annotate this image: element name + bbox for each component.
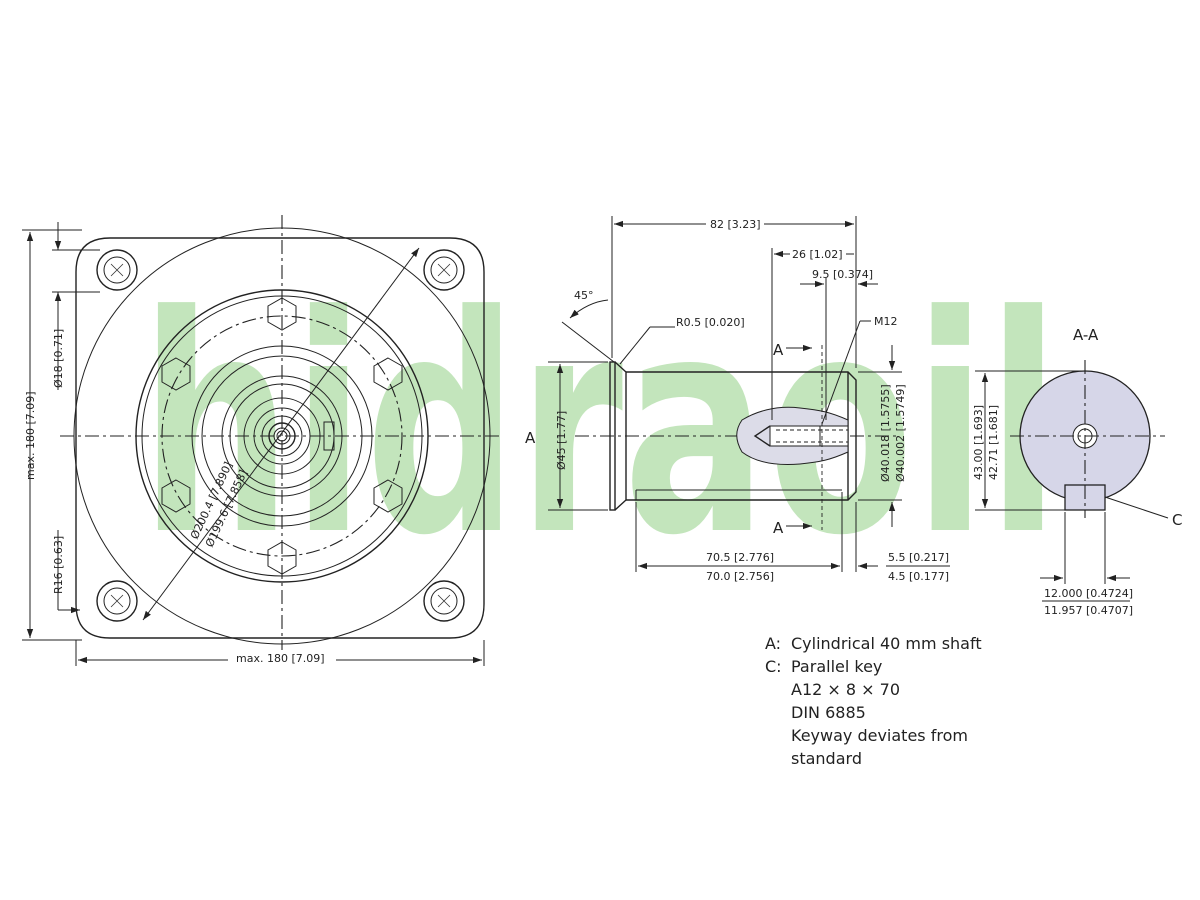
key-length-1: 70.5 [2.776] — [706, 551, 774, 564]
radius-dim: R16 [0.63] — [52, 536, 65, 594]
height-dim: max. 180 [7.09] — [24, 391, 37, 480]
note-c-line3: DIN 6885 — [791, 703, 866, 722]
mounting-hole-br — [423, 580, 465, 622]
watermark-text: hidraoil — [140, 252, 1060, 601]
angle-leg — [561, 321, 615, 363]
section-height-2: 42.71 [1.681] — [987, 405, 1000, 480]
mounting-holes — [96, 249, 465, 622]
key-offset-2: 4.5 [0.177] — [888, 570, 949, 583]
note-c-key: C: — [765, 657, 782, 676]
note-c-text: Parallel key — [791, 657, 883, 676]
overall-length: 82 [3.23] — [710, 218, 761, 231]
thread-offset: 9.5 [0.374] — [812, 268, 873, 281]
shaft-dia-1: Ø40.018 [1.5755] — [879, 384, 892, 482]
fillet-leader — [619, 326, 651, 365]
key-length-2: 70.0 [2.756] — [706, 570, 774, 583]
section-a-bottom: A — [773, 519, 784, 537]
angle-arc — [569, 299, 609, 319]
note-a-key: A: — [765, 634, 782, 653]
flange-outline — [75, 237, 485, 639]
thread-minor — [776, 429, 848, 443]
section-view: A-A 43.00 [1.693] 42.71 [1.681] C 12.000… — [972, 326, 1182, 617]
section-height-1: 43.00 [1.693] — [972, 405, 985, 480]
note-c-line2: A12 × 8 × 70 — [791, 680, 900, 699]
side-view: A M12 A A 82 [3.23] — [525, 215, 950, 583]
fillet-dim: R0.5 [0.020] — [676, 316, 745, 329]
note-c-line4: Keyway deviates from — [791, 726, 968, 745]
front-view: Ø200.4 [7.890] Ø199.6 [7.858] max. 180 [… — [22, 215, 500, 666]
section-mark: A — [525, 429, 536, 447]
mounting-hole-tr — [423, 249, 465, 291]
key-width-2: 11.957 [0.4707] — [1044, 604, 1133, 617]
thread-depth: 26 [1.02] — [792, 248, 843, 261]
flange-dia: Ø45 [1.77] — [555, 411, 568, 470]
key-label: C — [1172, 511, 1182, 529]
shaft-dia-2: Ø40.002 [1.5749] — [894, 384, 907, 482]
mounting-hole-tl — [96, 249, 138, 291]
note-a: A: Cylindrical 40 mm shaft — [765, 632, 982, 655]
section-title: A-A — [1073, 326, 1099, 344]
key-leader — [1104, 496, 1169, 519]
notes: A: Cylindrical 40 mm shaft C: Parallel k… — [765, 632, 982, 770]
note-c-line5: standard — [791, 749, 862, 768]
thread-leader — [821, 320, 861, 425]
watermark: hidraoil — [140, 252, 1060, 601]
key-width-1: 12.000 [0.4724] — [1044, 587, 1133, 600]
note-c: C: Parallel key — [765, 655, 982, 678]
width-dim: max. 180 [7.09] — [236, 652, 325, 665]
section-a-top: A — [773, 341, 784, 359]
pilot-diameter-line — [142, 247, 420, 621]
thread-callout: M12 — [874, 315, 898, 328]
key-offset-1: 5.5 [0.217] — [888, 551, 949, 564]
chamfer-angle: 45° — [574, 289, 594, 302]
hole-dim: Ø18 [0.71] — [52, 329, 65, 388]
thread-hole — [769, 425, 849, 447]
mounting-hole-bl — [96, 580, 138, 622]
note-a-text: Cylindrical 40 mm shaft — [791, 634, 982, 653]
drill-point — [753, 425, 771, 447]
